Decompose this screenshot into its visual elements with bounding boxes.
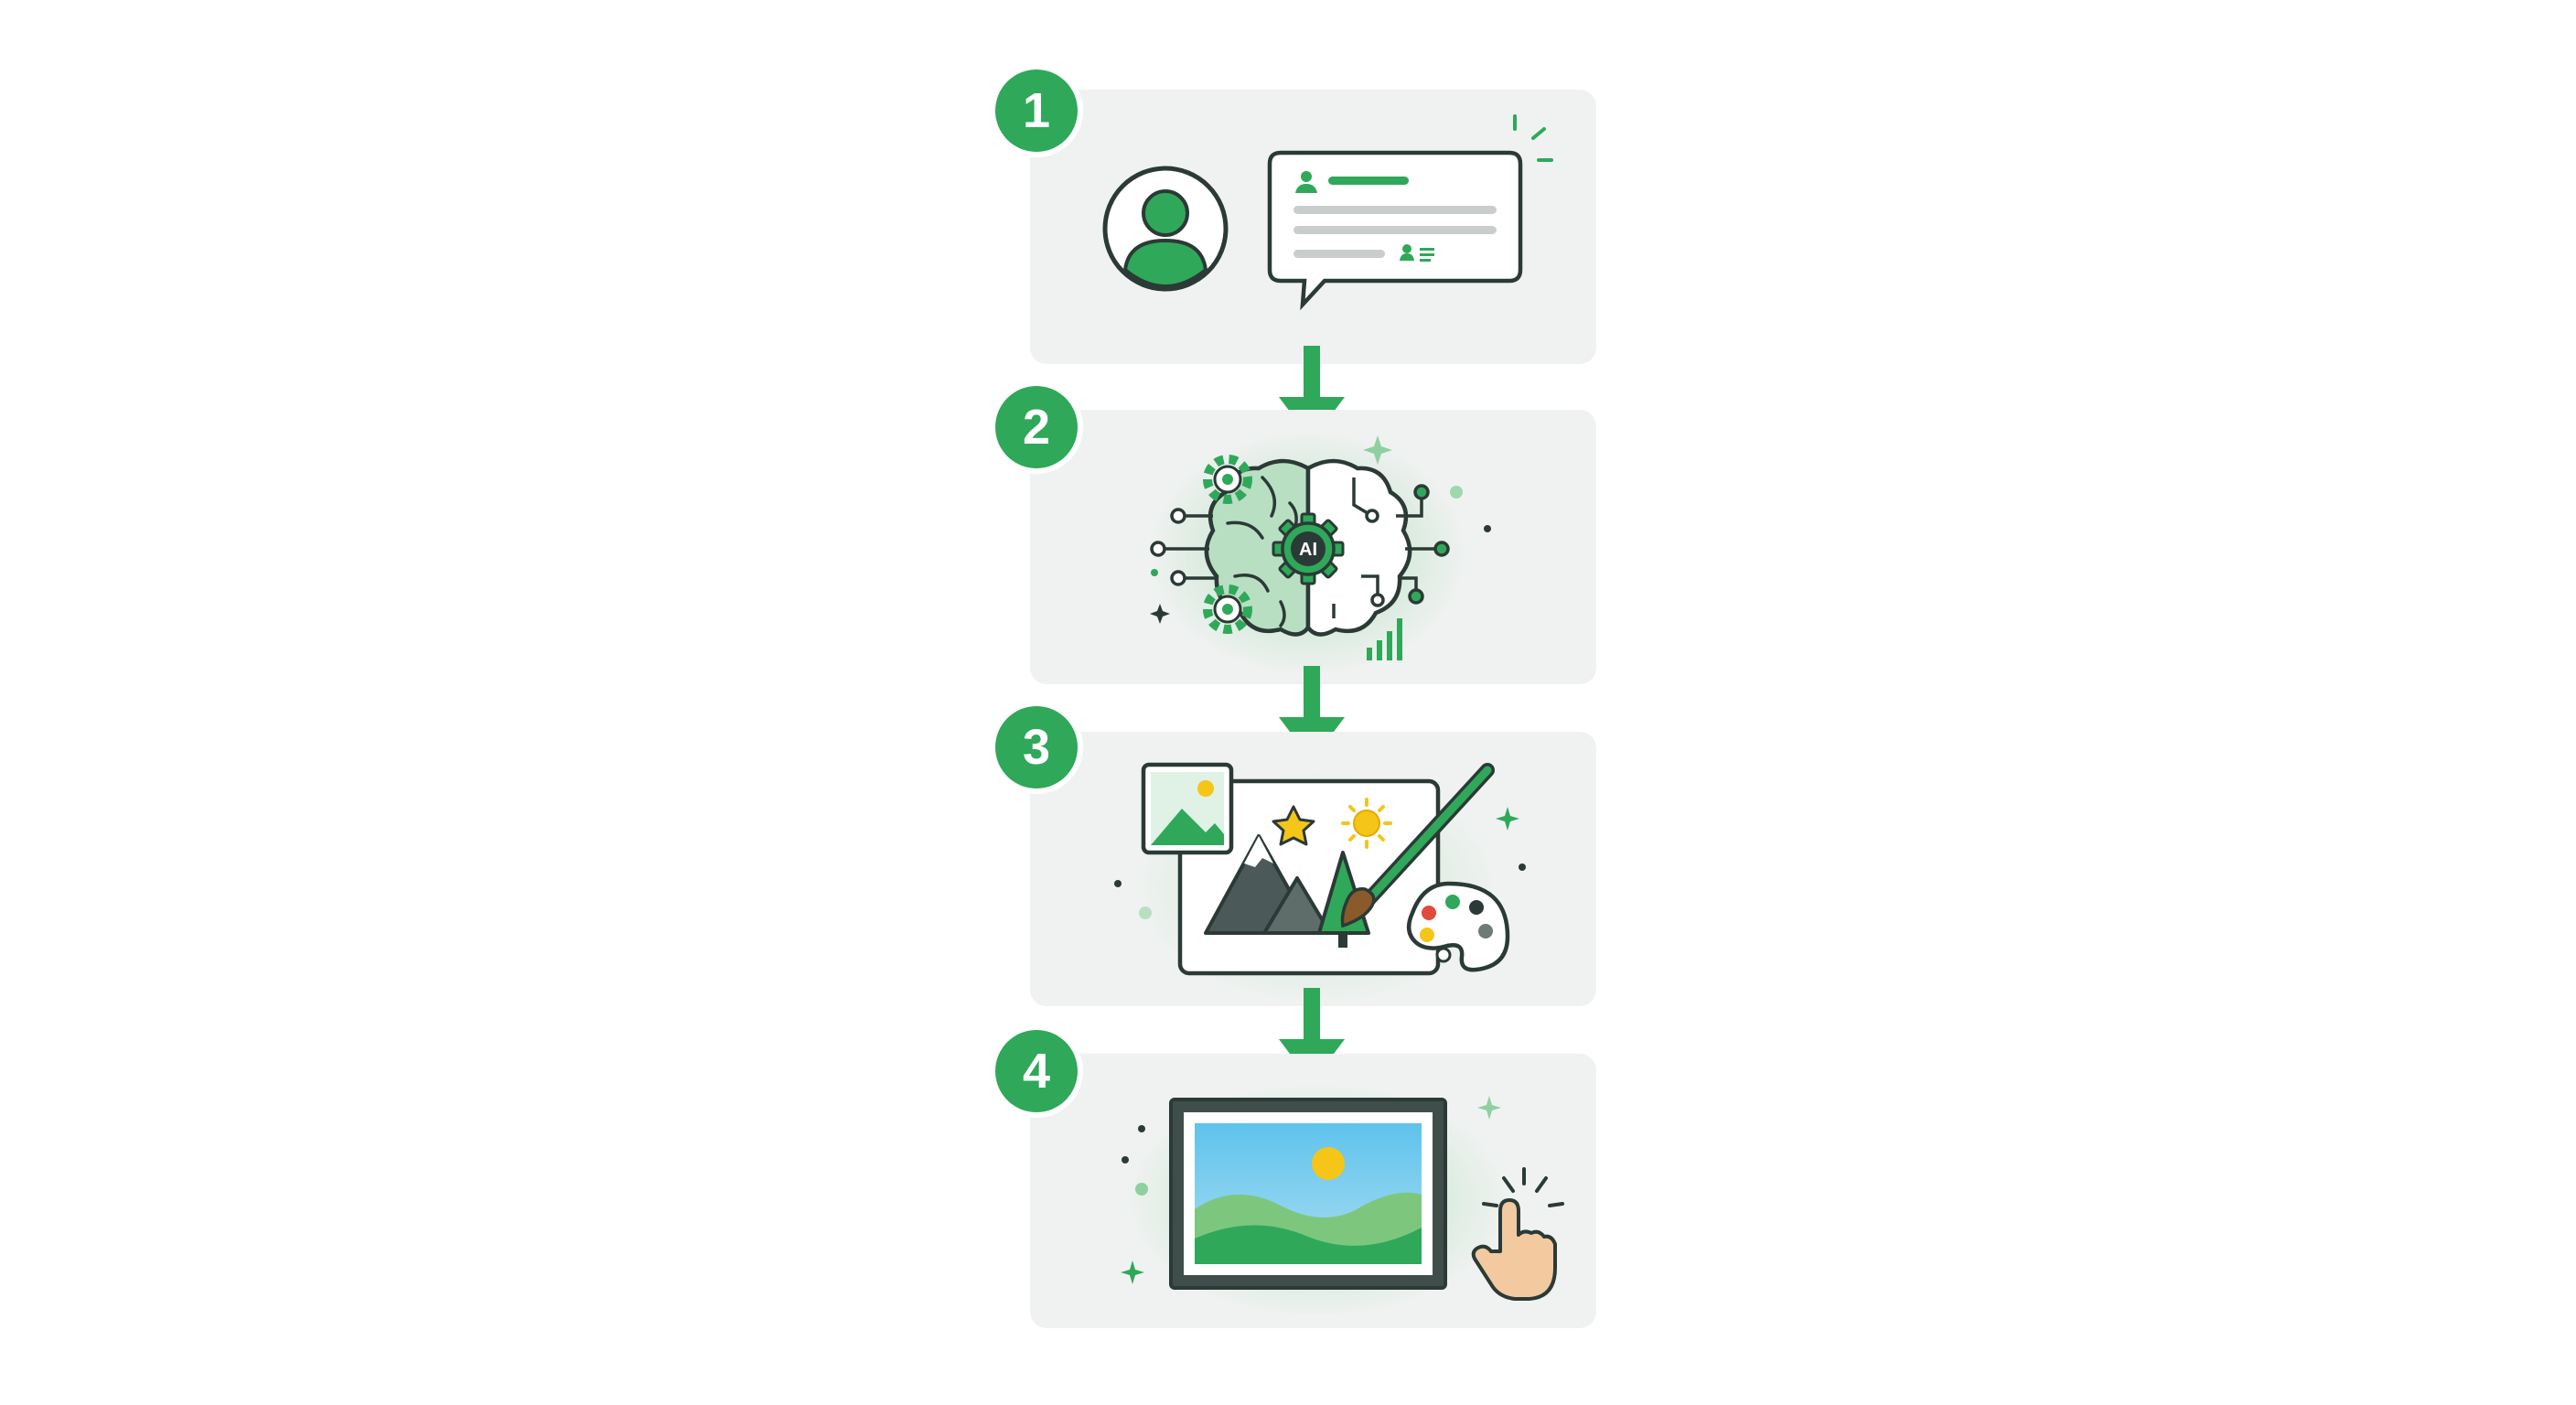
image-painting-icon <box>1114 762 1526 1006</box>
svg-text:AI: AI <box>1299 540 1317 560</box>
sparkle-icon <box>1477 1096 1501 1120</box>
star-icon <box>1272 805 1315 846</box>
paintbrush-icon <box>1340 763 1495 928</box>
sparkle-lines-icon <box>1513 114 1553 162</box>
bar-chart-icon <box>1367 618 1402 660</box>
sparkle-icon <box>1150 604 1170 624</box>
palette-icon <box>1406 881 1510 972</box>
pointer-hand-icon <box>1471 1167 1564 1301</box>
step-4-badge: 4 <box>995 1030 1078 1112</box>
sparkle-icon <box>1496 807 1519 831</box>
gear-icon <box>1203 585 1252 634</box>
landscape-image-icon <box>1195 1123 1422 1264</box>
gear-icon <box>1203 455 1252 504</box>
step-1-badge: 1 <box>995 70 1078 152</box>
sparkle-icon <box>1121 1260 1144 1284</box>
user-avatar-icon <box>1102 166 1229 292</box>
image-thumbnail-icon <box>1141 762 1234 855</box>
sun-icon <box>1341 798 1392 849</box>
sparkle-icon <box>1363 435 1392 465</box>
ai-brain-icon: AI <box>1148 430 1491 677</box>
chat-bubble-icon <box>1267 150 1523 311</box>
step-2-badge: 2 <box>995 386 1078 468</box>
step-3-badge: 3 <box>995 706 1078 788</box>
user-chat-icon <box>1102 114 1553 311</box>
ai-gear-chip: AI <box>1272 512 1345 585</box>
framed-image-click-icon <box>1121 1081 1564 1319</box>
